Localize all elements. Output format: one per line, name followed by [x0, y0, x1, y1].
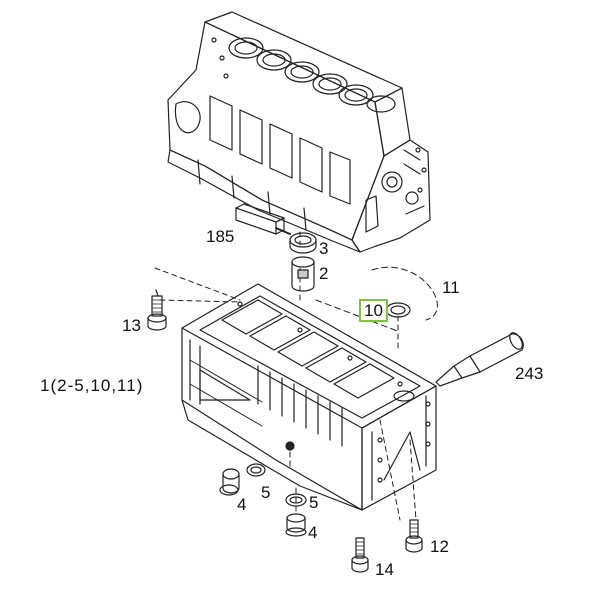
gasket-11: [315, 266, 438, 333]
sealant-tube-185: [235, 203, 291, 235]
callout-13: 13: [122, 316, 141, 335]
cylinder-part-2: [291, 256, 315, 292]
callout-14: 14: [375, 560, 394, 579]
callout-10: 10: [359, 299, 388, 322]
callout-3: 3: [319, 239, 329, 258]
callout-185: 185: [206, 227, 235, 246]
callout-1-assembly: 1(2-5,10,11): [40, 376, 144, 395]
callout-11: 11: [442, 278, 460, 297]
callout-12: 12: [430, 537, 449, 556]
callout-4-center: 4: [308, 523, 318, 542]
bolt-14: [351, 537, 369, 573]
callout-5-center: 5: [309, 493, 319, 512]
washer-5-left: [246, 463, 266, 477]
engine-block: [167, 11, 431, 253]
plug-4-center: [285, 513, 307, 537]
callout-2: 2: [319, 264, 329, 283]
callout-5-left: 5: [261, 483, 271, 502]
callout-243: 243: [515, 364, 544, 383]
sealant-cartridge-243: [435, 332, 524, 387]
bolt-13: [147, 289, 167, 331]
callout-4-left: 4: [237, 495, 247, 514]
oil-pan: [181, 283, 437, 511]
bolt-12: [405, 519, 423, 553]
o-ring-10: [385, 302, 411, 318]
plug-4-left: [219, 468, 240, 496]
ring-3: [289, 232, 317, 254]
washer-5-center: [285, 493, 307, 507]
